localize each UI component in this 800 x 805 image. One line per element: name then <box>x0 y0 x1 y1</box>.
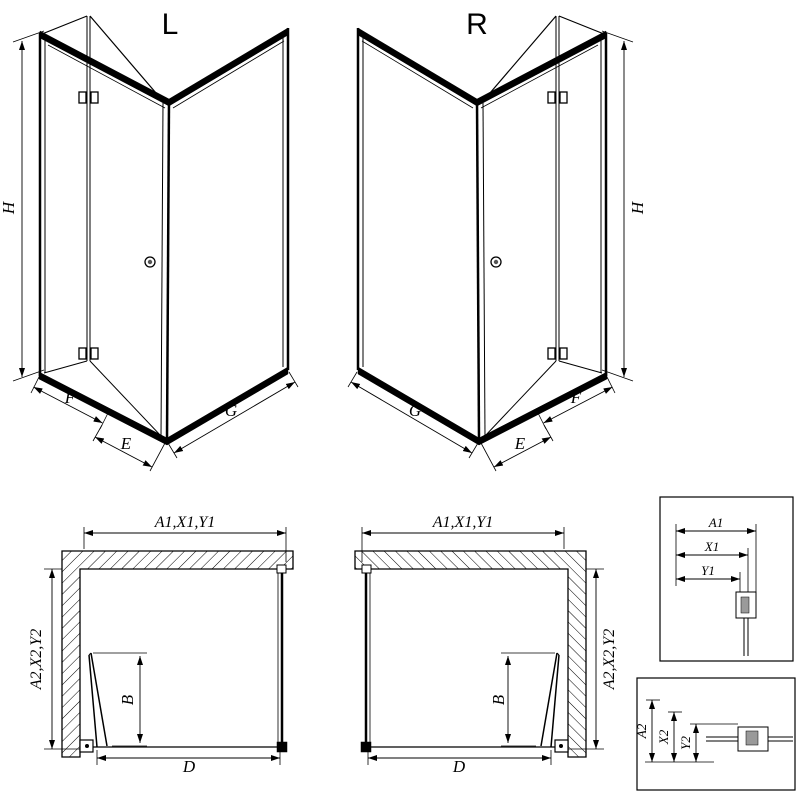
right-variant-plan-view <box>355 527 604 765</box>
variant-label-right: R <box>466 8 488 41</box>
dim-label-e-left: E <box>120 434 132 453</box>
dim-label-e-right: E <box>514 434 526 453</box>
dim-label-b-left: B <box>118 694 137 705</box>
dim-label-a1x1y1-left: A1,X1,Y1 <box>154 514 215 531</box>
dim-label-d-left: D <box>182 757 196 776</box>
dim-label-f-right: F <box>570 388 582 407</box>
dim-label-y2: Y2 <box>678 736 693 750</box>
dim-label-x2: X2 <box>656 729 671 745</box>
dim-label-a2: A2 <box>634 723 649 739</box>
dim-label-g-left: G <box>225 401 237 420</box>
dim-label-d-right: D <box>452 757 466 776</box>
dim-label-g-right: G <box>409 401 421 420</box>
detail-box-bottom-profile: A2 X2 Y2 <box>634 677 796 791</box>
dim-label-f-left: F <box>64 388 76 407</box>
right-variant-3d-view <box>348 16 633 471</box>
dim-label-x1: X1 <box>704 539 719 554</box>
dim-label-a1: A1 <box>708 515 723 530</box>
left-variant-3d-view <box>13 16 298 471</box>
detail-box-top-profile: A1 X1 Y1 <box>659 496 794 662</box>
left-variant-plan-view <box>44 527 293 765</box>
dim-label-b-right: B <box>489 694 508 705</box>
dim-label-y1: Y1 <box>701 563 715 578</box>
dim-label-a2x2y2-right: A2,X2,Y2 <box>601 629 618 690</box>
dim-label-h-right: H <box>628 200 647 215</box>
dim-label-a2x2y2-left: A2,X2,Y2 <box>28 629 45 690</box>
variant-label-left: L <box>162 8 179 41</box>
dim-label-a1x1y1-right: A1,X1,Y1 <box>432 514 493 531</box>
dim-label-h-left: H <box>0 200 18 215</box>
